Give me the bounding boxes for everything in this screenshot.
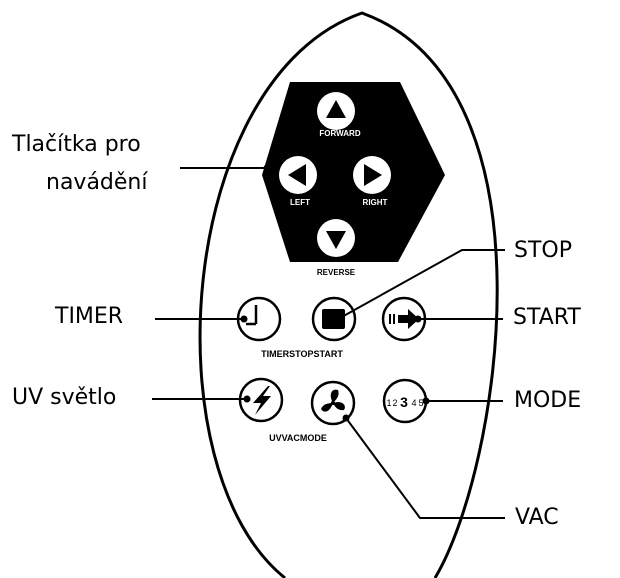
reverse-button[interactable] (317, 219, 355, 257)
callout-start: START (513, 305, 581, 330)
leader-dot-vac (342, 414, 350, 422)
lightning-icon (253, 386, 271, 415)
callout-navigation-line2: navádění (46, 170, 148, 195)
left-button[interactable] (279, 156, 317, 194)
leader-dot-start (414, 315, 422, 323)
leader-stop (339, 249, 505, 319)
leader-vac (345, 417, 505, 519)
forward-label: FORWARD (319, 129, 360, 138)
row2-label: UVVACMODE (269, 433, 327, 443)
leader-dot-stop (336, 314, 344, 322)
callout-mode: MODE (514, 388, 582, 413)
mode-digit-5: 5 (418, 398, 423, 408)
callout-stop: STOP (514, 238, 572, 263)
callout-navigation-line1: Tlačítka pro (12, 132, 141, 157)
leader-dot-uv (243, 395, 251, 403)
mode-digit-4: 4 (411, 398, 416, 408)
mode-digit-3: 3 (400, 394, 408, 410)
reverse-label: REVERSE (317, 268, 356, 277)
triangle-right-icon (364, 164, 382, 186)
triangle-down-icon (326, 231, 346, 249)
clock-hand-icon (246, 305, 258, 326)
stop-button[interactable] (311, 296, 357, 342)
right-button[interactable] (353, 156, 391, 194)
callout-uv: UV světlo (12, 385, 117, 410)
mode-digit-1: 1 (386, 398, 391, 408)
callout-vac: VAC (515, 505, 559, 530)
timer-button[interactable] (236, 296, 282, 342)
remote-body-outline (198, 11, 499, 578)
vac-button[interactable] (310, 380, 356, 426)
callout-timer: TIMER (55, 304, 124, 329)
triangle-up-icon (326, 100, 346, 118)
play-arrow-icon (389, 309, 419, 329)
fan-icon (321, 389, 345, 412)
leader-dot-mode (422, 397, 430, 405)
left-label: LEFT (290, 198, 310, 207)
row1-label: TIMERSTOPSTART (261, 349, 343, 359)
right-label: RIGHT (363, 198, 388, 207)
stop-square-icon (322, 309, 345, 329)
mode-digit-2: 2 (392, 398, 397, 408)
triangle-left-icon (288, 164, 306, 186)
forward-button[interactable] (317, 92, 355, 130)
leader-dot-timer (240, 315, 248, 323)
leader-dot-navigation (263, 164, 271, 172)
mode-button[interactable]: 1 2 3 4 5 (382, 378, 428, 424)
